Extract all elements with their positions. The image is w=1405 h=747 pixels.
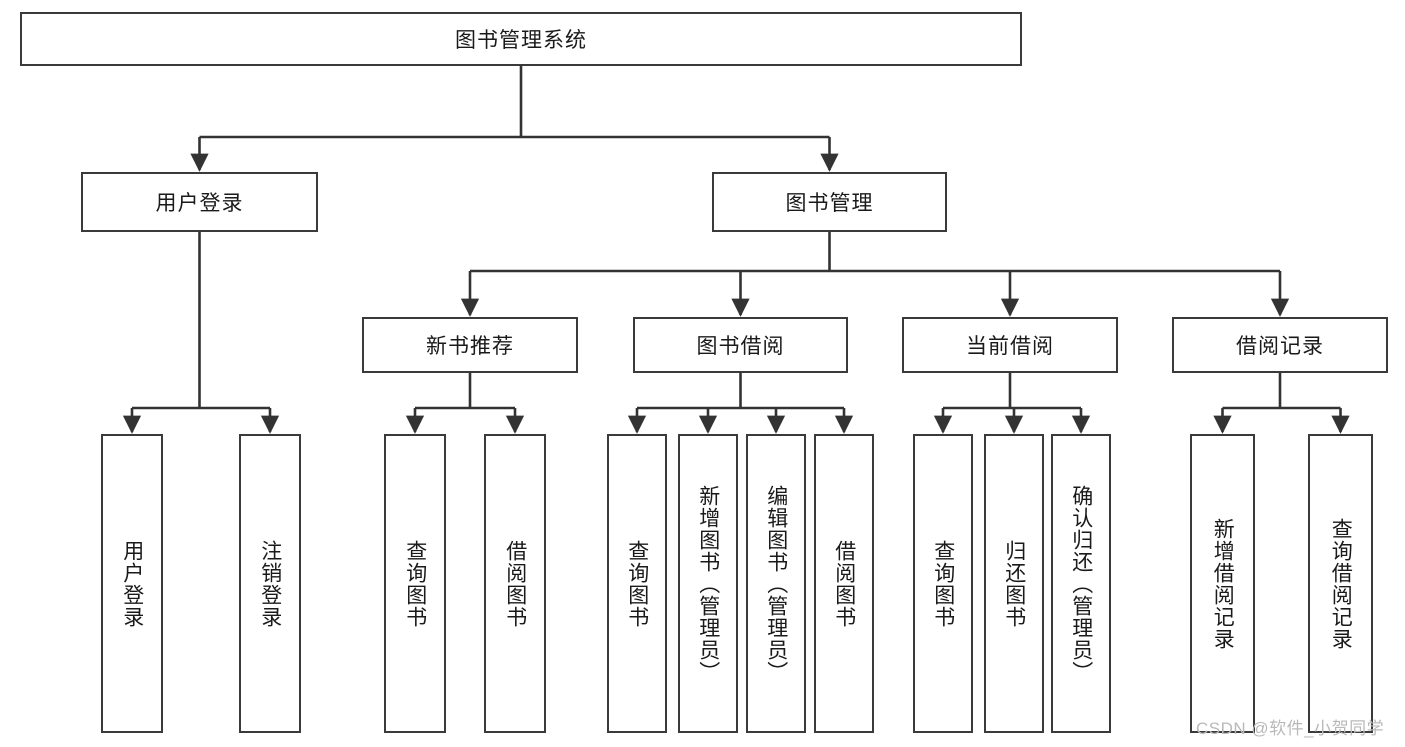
leaf-borrow-book-label: 借阅图书 xyxy=(832,539,856,628)
leaf-borrow-book-rec-label: 借阅图书 xyxy=(503,539,527,628)
leaf-query-book-borrow[interactable]: 查询图书 xyxy=(607,434,667,733)
leaf-query-book-current-label: 查询图书 xyxy=(931,539,955,628)
node-book-borrow[interactable]: 图书借阅 xyxy=(633,317,848,373)
leaf-borrow-book-rec[interactable]: 借阅图书 xyxy=(484,434,546,733)
node-user-login-label: 用户登录 xyxy=(155,192,244,215)
leaf-user-login[interactable]: 用户登录 xyxy=(101,434,163,733)
leaf-return-book-label: 归还图书 xyxy=(1002,539,1026,628)
node-current-borrow-label: 当前借阅 xyxy=(966,335,1054,358)
leaf-edit-book-label: 编辑图书（管理员） xyxy=(764,484,788,683)
leaf-add-book[interactable]: 新增图书（管理员） xyxy=(678,434,738,733)
leaf-query-book-current[interactable]: 查询图书 xyxy=(913,434,973,733)
node-borrow-records-label: 借阅记录 xyxy=(1236,335,1324,358)
node-new-book-recommend[interactable]: 新书推荐 xyxy=(362,317,578,373)
leaf-query-book-rec-label: 查询图书 xyxy=(403,539,427,628)
node-user-login[interactable]: 用户登录 xyxy=(81,172,318,232)
node-book-management[interactable]: 图书管理 xyxy=(712,172,947,232)
node-book-borrow-label: 图书借阅 xyxy=(696,335,785,358)
leaf-edit-book[interactable]: 编辑图书（管理员） xyxy=(746,434,806,733)
leaf-query-record-label: 查询借阅记录 xyxy=(1329,517,1353,650)
leaf-add-book-label: 新增图书（管理员） xyxy=(696,484,720,683)
leaf-return-book[interactable]: 归还图书 xyxy=(984,434,1044,733)
node-new-book-recommend-label: 新书推荐 xyxy=(426,335,514,358)
leaf-confirm-return[interactable]: 确认归还（管理员） xyxy=(1051,434,1111,733)
node-root-label: 图书管理系统 xyxy=(455,29,587,52)
node-book-management-label: 图书管理 xyxy=(785,192,874,215)
leaf-query-record[interactable]: 查询借阅记录 xyxy=(1308,434,1373,733)
leaf-logout-label: 注销登录 xyxy=(258,539,282,628)
leaf-query-book-borrow-label: 查询图书 xyxy=(625,539,649,628)
leaf-query-book-rec[interactable]: 查询图书 xyxy=(384,434,446,733)
node-root[interactable]: 图书管理系统 xyxy=(20,12,1022,66)
leaf-user-login-label: 用户登录 xyxy=(120,539,144,628)
leaf-confirm-return-label: 确认归还（管理员） xyxy=(1069,484,1093,683)
leaf-borrow-book[interactable]: 借阅图书 xyxy=(814,434,874,733)
leaf-add-record-label: 新增借阅记录 xyxy=(1211,517,1235,650)
node-borrow-records[interactable]: 借阅记录 xyxy=(1172,317,1388,373)
leaf-logout[interactable]: 注销登录 xyxy=(239,434,301,733)
node-current-borrow[interactable]: 当前借阅 xyxy=(902,317,1118,373)
csdn-watermark: CSDN @软件_小贺同学 xyxy=(1196,719,1385,738)
leaf-add-record[interactable]: 新增借阅记录 xyxy=(1190,434,1255,733)
